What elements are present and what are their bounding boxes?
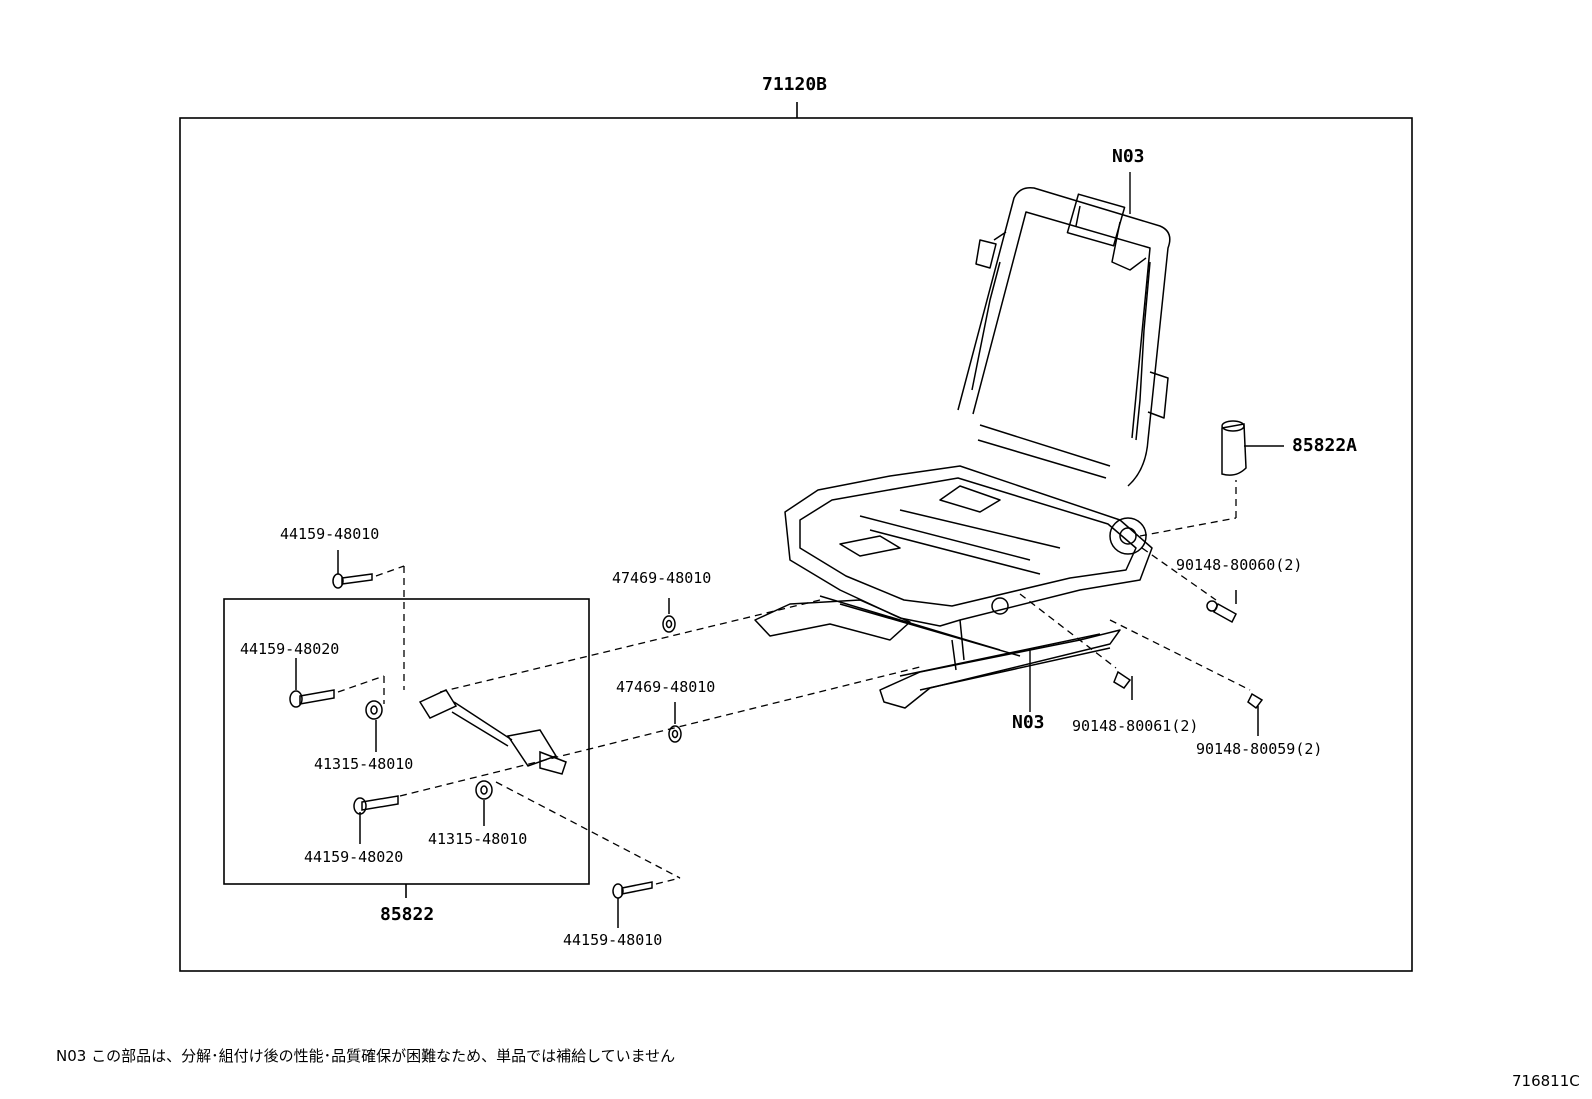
seat-frame-illustration (754, 186, 1171, 709)
callout-n03-top[interactable]: N03 (1112, 146, 1145, 167)
assembly-frame (179, 117, 1413, 972)
footer-note: N03 この部品は、分解･組付け後の性能･品質確保が困難なため、単品では補給して… (56, 1047, 676, 1065)
callout-47469-48010-a[interactable]: 47469-48010 (612, 569, 712, 587)
motor-85822A-illustration (1221, 420, 1284, 476)
callout-85822[interactable]: 85822 (380, 904, 435, 925)
callout-44159-48020-bottom[interactable]: 44159-48020 (304, 848, 404, 866)
callout-90148-80061[interactable]: 90148-80061(2) (1072, 717, 1199, 735)
callout-44159-48010-bottom[interactable]: 44159-48010 (563, 931, 663, 949)
callout-47469-48010-b[interactable]: 47469-48010 (616, 678, 716, 696)
callout-41315-48010-b[interactable]: 41315-48010 (428, 830, 528, 848)
callout-41315-48010-a[interactable]: 41315-48010 (314, 755, 414, 773)
callout-n03-bottom[interactable]: N03 (1012, 712, 1045, 733)
callout-44159-48010-top[interactable]: 44159-48010 (280, 525, 380, 543)
assembly-label[interactable]: 71120B (762, 74, 828, 95)
callout-90148-80060[interactable]: 90148-80060(2) (1176, 556, 1303, 574)
fastener-illustrations (289, 550, 1264, 928)
diagram-code: 716811C (1512, 1072, 1580, 1090)
callout-90148-80059[interactable]: 90148-80059(2) (1196, 740, 1323, 758)
callout-44159-48020-top[interactable]: 44159-48020 (240, 640, 340, 658)
dashed-leaders (337, 480, 1251, 885)
callout-85822A[interactable]: 85822A (1292, 435, 1358, 456)
solid-leaders (1029, 172, 1131, 712)
